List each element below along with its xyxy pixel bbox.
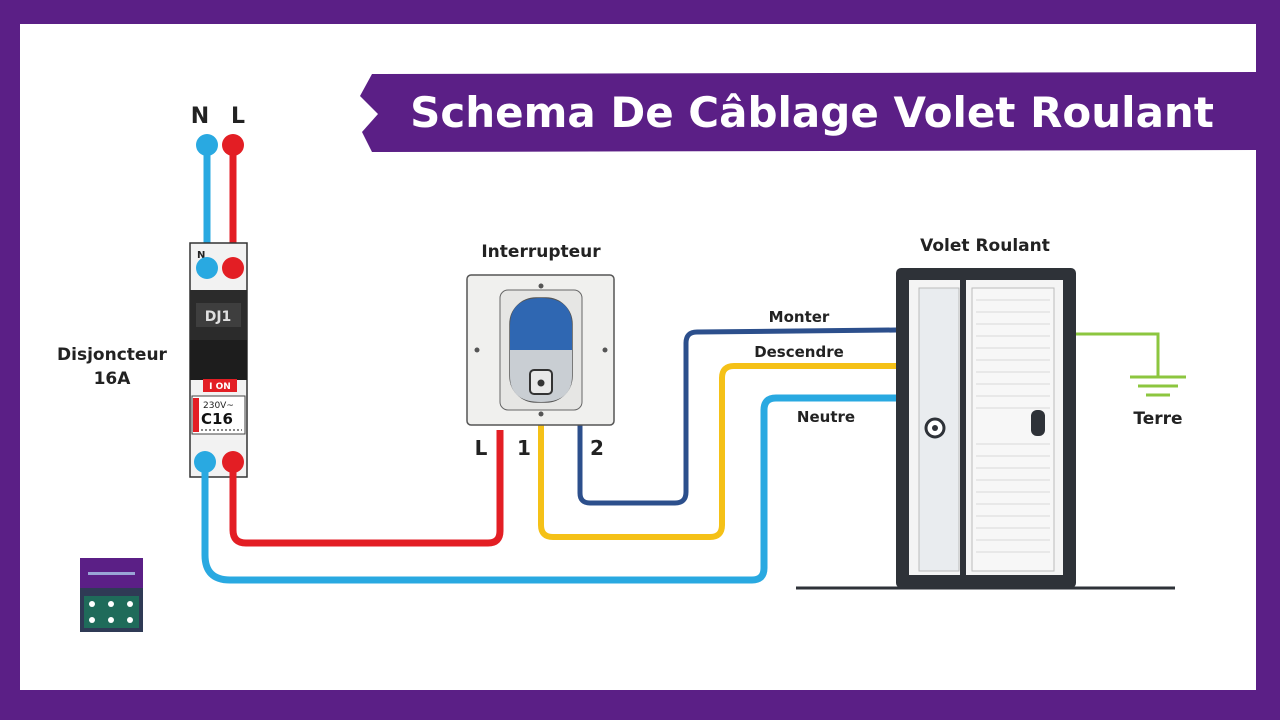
breaker-state-indicator	[203, 379, 237, 392]
page-title: Schema De Câblage Volet Roulant	[410, 88, 1214, 137]
neutral-wire	[201, 394, 896, 584]
switch-terminal-2: 2	[590, 436, 604, 460]
breaker-neutral-mark: N	[197, 250, 205, 261]
breaker-neutral-in-terminal	[196, 257, 218, 279]
up-wire-label: Monter	[769, 308, 830, 326]
breaker-label-line2: 16A	[94, 369, 132, 389]
switch-terminal-1: 1	[517, 436, 531, 460]
live-wire	[229, 430, 504, 547]
breaker-handle	[196, 303, 241, 327]
channel-logo	[80, 558, 143, 632]
breaker-voltage: 230V~	[203, 401, 234, 411]
live-supply-label: L	[231, 104, 245, 129]
breaker-rating: C16	[201, 410, 233, 428]
earth-symbol	[1130, 375, 1186, 397]
breaker-neutral-out-terminal	[194, 451, 216, 473]
neutral-supply-terminal	[196, 134, 218, 156]
shutter-switch	[466, 274, 615, 426]
breaker-live-in-terminal	[222, 257, 244, 279]
breaker-name: DJ1	[205, 309, 232, 325]
down-wire-label: Descendre	[754, 343, 844, 361]
breaker-live-out-terminal	[222, 451, 244, 473]
breaker-state: I ON	[209, 382, 231, 392]
neutral-supply-label: N	[191, 104, 209, 129]
shutter-handle	[1031, 410, 1045, 436]
earth-label: Terre	[1133, 409, 1182, 429]
earth-wire	[1076, 332, 1160, 376]
up-rocker-button[interactable]	[510, 298, 572, 350]
title-banner	[360, 72, 1256, 152]
up-wire	[577, 327, 897, 506]
breaker-label-line1: Disjoncteur	[57, 345, 168, 365]
down-wire	[538, 363, 896, 540]
neutral-wire-label: Neutre	[797, 408, 855, 426]
rolling-shutter	[796, 268, 1175, 590]
switch-title: Interrupteur	[481, 242, 601, 262]
live-supply-terminal	[222, 134, 244, 156]
circuit-breaker: N DJ1 I ON 230V~ C16	[189, 242, 248, 478]
switch-terminal-l: L	[475, 436, 488, 460]
shutter-title: Volet Roulant	[920, 236, 1050, 256]
